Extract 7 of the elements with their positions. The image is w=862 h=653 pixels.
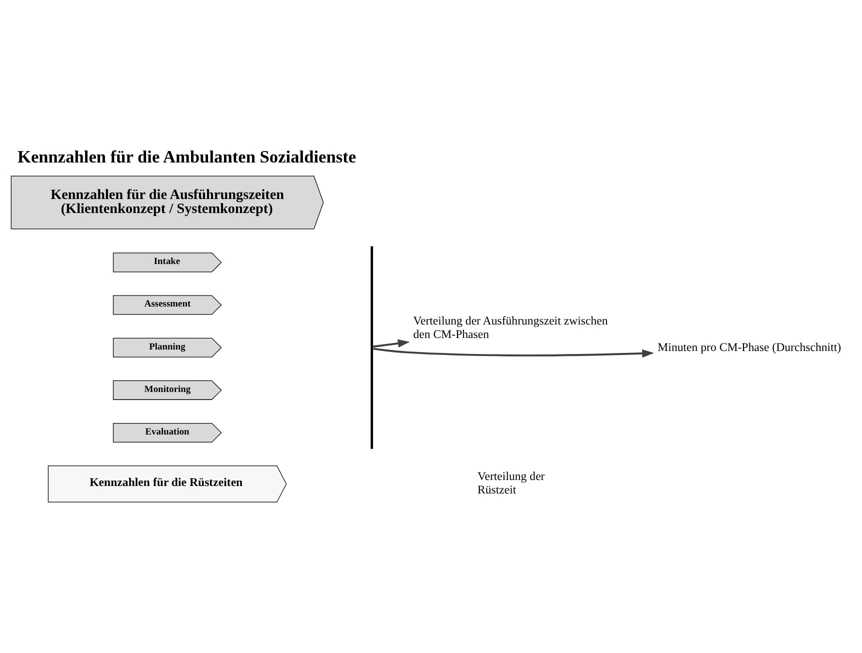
arrow [373, 348, 654, 358]
node-text: Verteilung der Ausführungszeit zwischen den CM-Phasen [413, 314, 608, 342]
node-text: Minuten pro CM-Phase (Durchschnitt) [658, 340, 842, 354]
arrow [373, 339, 410, 348]
node-brace [370, 246, 374, 449]
diagram-title: Kennzahlen für die Ambulanten Sozialdienste [17, 147, 356, 166]
label: Verteilung der Rüstzeit [478, 469, 545, 496]
